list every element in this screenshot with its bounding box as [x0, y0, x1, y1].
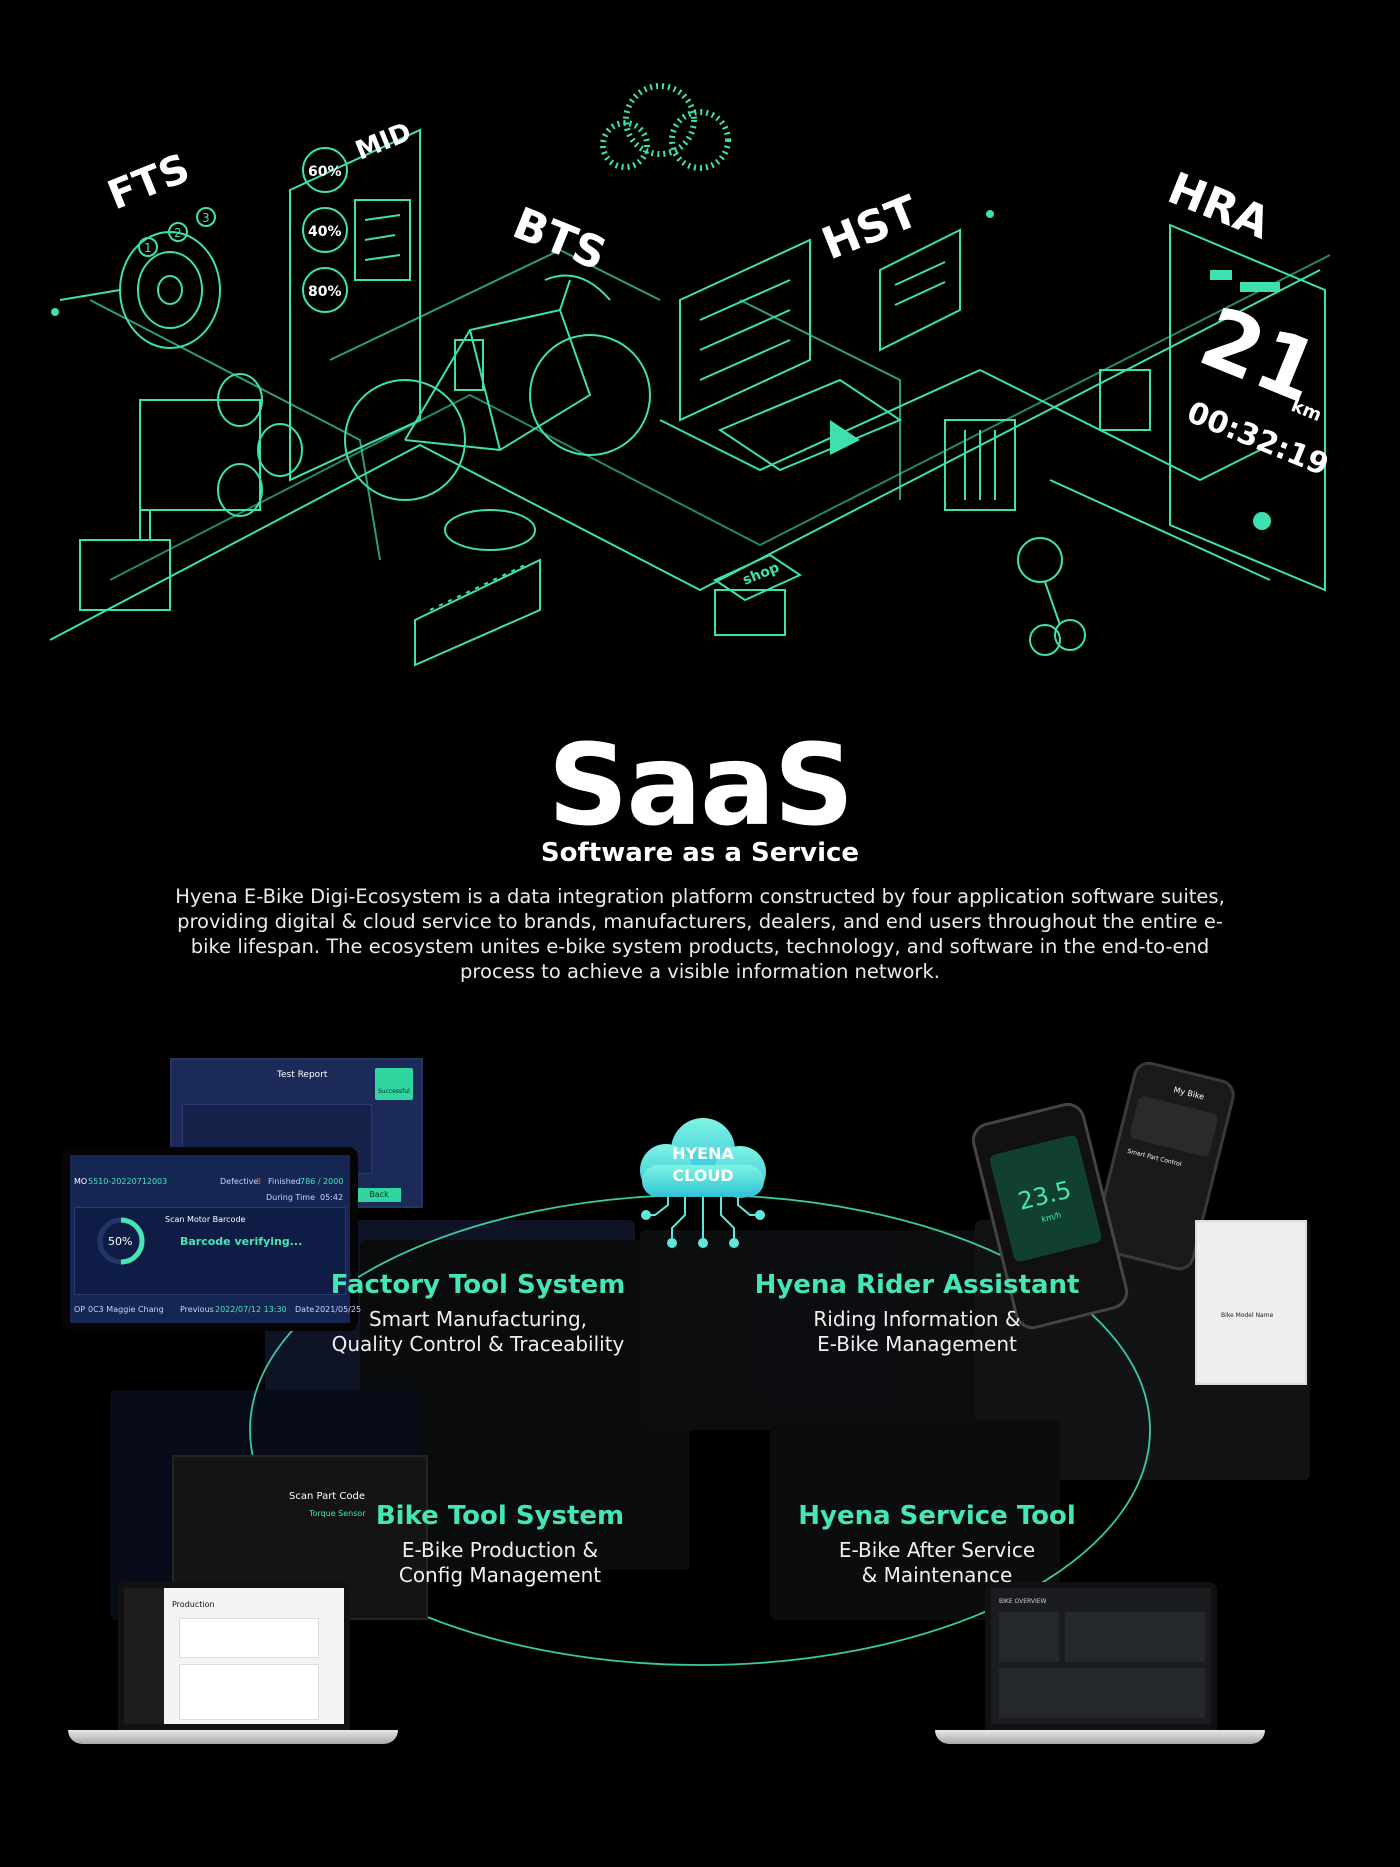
hyena-cloud-icon [640, 1118, 766, 1248]
ground-wireframe [49, 248, 1331, 641]
cloud-label: HYENA CLOUD [643, 1143, 763, 1187]
progress-ring [97, 1217, 145, 1265]
report-status-badge: Successful [375, 1068, 413, 1100]
bike-tool-desc-1: E-Bike Production & [401, 1538, 599, 1562]
hst-panel: Bike Model Name [1195, 1220, 1307, 1385]
dotted-cloud-icon [600, 83, 731, 171]
ecosystem-illustration: FTS 1 2 3 MID 60% 40% 80% [49, 83, 1333, 667]
cloud-label-line2: CLOUD [672, 1166, 734, 1185]
bicycle-icon [344, 274, 651, 667]
gauge-2: 40% [308, 224, 342, 240]
motor-icon [59, 231, 303, 611]
hero-title: SaaS [547, 721, 854, 851]
mo-value: 5510-20220712003 [88, 1177, 168, 1186]
hst-screens: shop [679, 228, 1016, 636]
fts-label: FTS [102, 145, 197, 219]
hero-description: Hyena E-Bike Digi-Ecosystem is a data in… [175, 885, 1225, 983]
factory-tool-desc-1: Smart Manufacturing, [368, 1307, 588, 1331]
hra-dashboard: 21 km 00:32:19 [1017, 223, 1333, 656]
laptop-left-base [68, 1730, 398, 1744]
service-tool-title: Hyena Service Tool [798, 1501, 1076, 1531]
factory-tool-desc-2: Quality Control & Traceability [331, 1332, 625, 1356]
mid-label: MID [351, 117, 415, 166]
bike-tool-desc-2: Config Management [398, 1563, 602, 1587]
shop-label: shop [741, 560, 782, 589]
laptop-right-base [935, 1730, 1265, 1744]
hra-label: HRA [1161, 163, 1277, 250]
gauge-3: 80% [308, 284, 342, 300]
distance-unit: km [1288, 395, 1324, 426]
mid-panel: MID 60% 40% 80% [289, 117, 421, 482]
barcode-verifying: Barcode verifying... [180, 1235, 303, 1248]
svg-text:3: 3 [202, 211, 210, 225]
report-back-button[interactable]: Back [357, 1188, 401, 1202]
svg-text:1: 1 [144, 241, 152, 255]
factory-tablet: MO 5510-20220712003 Defective 3 Finished… [62, 1147, 361, 1331]
rider-assistant-desc-1: Riding Information & [813, 1307, 1021, 1331]
hst-label: HST [815, 186, 925, 270]
laptop-left: Production [118, 1582, 350, 1730]
service-tool-desc-1: E-Bike After Service [838, 1538, 1036, 1562]
gauge-1: 60% [308, 164, 342, 180]
cloud-label-line1: HYENA [672, 1144, 734, 1163]
hero-subtitle: Software as a Service [540, 838, 860, 868]
rider-assistant-title: Hyena Rider Assistant [754, 1270, 1080, 1300]
rider-assistant-desc-2: E-Bike Management [817, 1332, 1017, 1356]
report-title: Test Report [277, 1070, 328, 1080]
laptop-right: BIKE OVERVIEW [985, 1582, 1217, 1730]
progress-text: 50% [108, 1235, 133, 1248]
scan-motor-label: Scan Motor Barcode [165, 1215, 246, 1224]
bike-tool-title: Bike Tool System [375, 1501, 625, 1531]
service-tool-desc-2: & Maintenance [861, 1563, 1013, 1587]
factory-tool-title: Factory Tool System [330, 1270, 626, 1300]
